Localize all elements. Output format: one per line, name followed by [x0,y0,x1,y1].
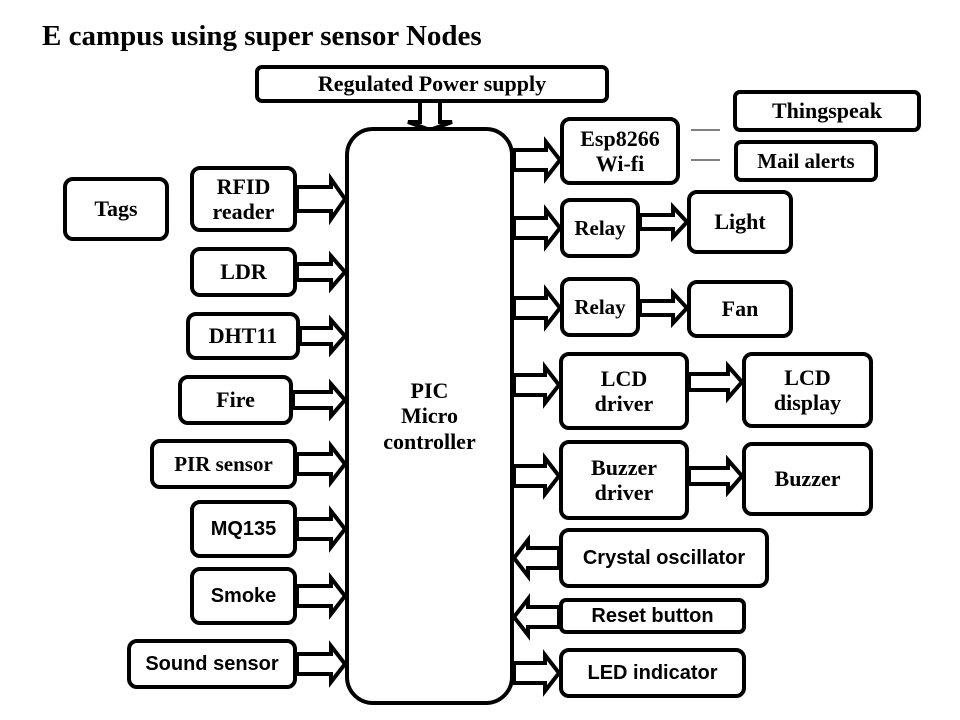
smoke-sensor-block: Smoke [190,567,297,625]
rfid-reader-block: RFID reader [190,166,297,232]
mcu-to-buzzer-driver-arrow [512,452,562,500]
power-to-mcu-arrow [407,103,453,133]
lcd-display-block: LCD display [742,352,873,428]
crystal-oscillator-block: Crystal oscillator [559,528,769,588]
reset-button-block: Reset button [559,598,746,634]
reset-to-mcu-arrow [511,593,561,641]
esp8266-wifi-block: Esp8266 Wi-fi [560,117,680,185]
fan-block: Fan [687,280,793,338]
mcu-to-led-arrow [512,649,562,697]
buzzer-driver-block: Buzzer driver [559,440,689,520]
relay-to-light-arrow [638,201,690,243]
ldr-block: LDR [190,247,297,297]
pir-to-mcu-arrow [295,440,348,488]
rfid-to-mcu-arrow [295,172,348,226]
tags-block: Tags [63,177,169,241]
crystal-to-mcu-arrow [511,534,561,582]
mcu-to-relay-fan-arrow [512,284,563,332]
smoke-to-mcu-arrow [295,572,348,620]
relay-fan-block: Relay [560,277,640,337]
sound-to-mcu-arrow [295,640,348,688]
led-indicator-block: LED indicator [559,648,746,698]
pir-sensor-block: PIR sensor [150,439,297,489]
diagram-title: E campus using super sensor Nodes [42,20,482,52]
buzzer-block: Buzzer [742,442,873,516]
mq135-sensor-block: MQ135 [190,500,297,558]
power-supply-block: Regulated Power supply [255,65,609,103]
sound-sensor-block: Sound sensor [127,639,297,689]
dht11-block: DHT11 [186,312,300,360]
lcd-driver-to-display-arrow [687,360,745,404]
mcu-to-lcd-driver-arrow [512,361,562,409]
light-block: Light [687,190,793,254]
ldr-to-mcu-arrow [295,250,348,294]
thingspeak-block: Thingspeak [733,90,921,132]
dht11-to-mcu-arrow [298,314,348,358]
relay-to-fan-arrow [638,287,690,329]
mcu-to-esp-arrow [512,136,563,184]
mcu-to-relay-light-arrow [512,204,563,252]
lcd-driver-block: LCD driver [559,352,689,430]
fire-to-mcu-arrow [291,378,348,422]
relay-light-block: Relay [560,198,640,258]
mq135-to-mcu-arrow [295,505,348,553]
fire-sensor-block: Fire [178,375,293,425]
buzzer-driver-to-buzzer-arrow [687,454,745,498]
pic-microcontroller-block: PIC Micro controller [345,127,514,705]
mail-alerts-block: Mail alerts [734,140,878,182]
